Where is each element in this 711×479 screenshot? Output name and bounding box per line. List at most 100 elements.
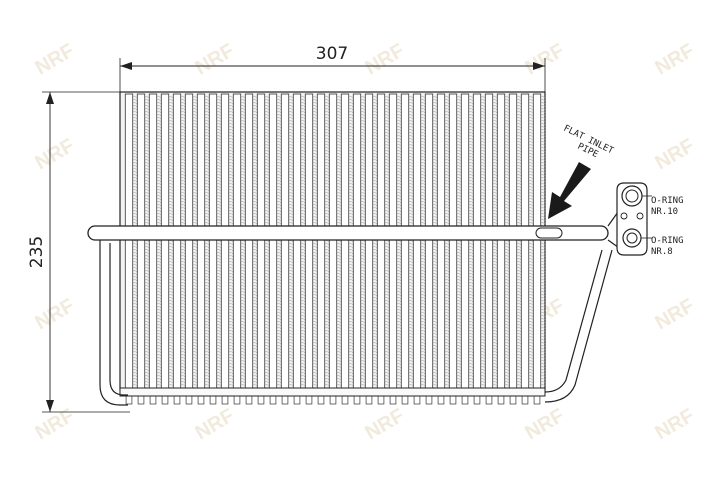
bottom-tank	[119, 387, 546, 397]
left-pipe-outer	[99, 236, 128, 406]
left-pipe-inner	[109, 243, 128, 396]
core-tube	[352, 93, 362, 389]
core-tube	[280, 93, 290, 389]
width-arrow-right	[533, 62, 545, 70]
tube-end	[281, 395, 289, 405]
tube-end	[341, 395, 349, 405]
tube-end	[401, 395, 409, 405]
tube-end	[437, 395, 445, 405]
tube-end	[197, 395, 205, 405]
oring-top-label-line1: O-RING	[651, 196, 684, 206]
tube-end	[173, 395, 181, 405]
core-tube	[520, 93, 530, 389]
outlet-pipe-inner	[544, 249, 603, 393]
bolt-hole-right	[636, 212, 644, 220]
oring-bottom-label-line1: O-RING	[651, 236, 684, 246]
core-tube	[376, 93, 386, 389]
tube-end	[521, 395, 529, 405]
core-tube	[328, 93, 338, 389]
core-tube	[424, 93, 434, 389]
watermark-logo: NRF	[652, 295, 699, 335]
oring-port-bottom-inner	[626, 232, 638, 244]
oring-bottom-label-line2: NR.8	[651, 247, 673, 257]
watermark-logo: NRF	[362, 40, 409, 80]
oring-port-top	[621, 185, 643, 207]
height-arrow-top	[46, 92, 54, 104]
tube-end	[221, 395, 229, 405]
oring-port-top-inner	[625, 189, 639, 203]
watermark-logo: NRF	[522, 405, 569, 445]
core-tube	[496, 93, 506, 389]
oring-top-label-line2: NR.10	[651, 207, 678, 217]
tube-end	[413, 395, 421, 405]
core-tube	[220, 93, 230, 389]
core-tube	[136, 93, 146, 389]
core-tube	[508, 93, 518, 389]
watermark-logo: NRF	[32, 135, 79, 175]
tube-end	[257, 395, 265, 405]
core-tube	[412, 93, 422, 389]
watermark-logo: NRF	[652, 135, 699, 175]
core-tube	[364, 93, 374, 389]
watermark-logo: NRF	[32, 295, 79, 335]
core-tube	[196, 93, 206, 389]
flat-inlet-arrow-icon	[548, 162, 591, 219]
core-tube	[340, 93, 350, 389]
core-tube	[316, 93, 326, 389]
watermark-logo: NRF	[652, 40, 699, 80]
watermark-logo: NRF	[192, 40, 239, 80]
tube-end	[209, 395, 217, 405]
flat-inlet-pipe-section	[535, 227, 563, 239]
tube-end	[461, 395, 469, 405]
core-tube	[160, 93, 170, 389]
core-tube	[172, 93, 182, 389]
tube-end	[317, 395, 325, 405]
core-tube	[268, 93, 278, 389]
core-tube	[472, 93, 482, 389]
core-tube	[388, 93, 398, 389]
core-tube	[304, 93, 314, 389]
tube-end	[329, 395, 337, 405]
tube-end	[125, 395, 133, 405]
core-tube	[208, 93, 218, 389]
core-tube	[124, 93, 134, 389]
tube-end	[449, 395, 457, 405]
watermark-logo: NRF	[32, 40, 79, 80]
core-tube	[184, 93, 194, 389]
tube-end	[269, 395, 277, 405]
watermark-logo: NRF	[652, 405, 699, 445]
watermark-logo: NRF	[362, 405, 409, 445]
tube-end	[389, 395, 397, 405]
tube-end	[137, 395, 145, 405]
oring-port-bottom	[622, 228, 642, 248]
tube-end	[305, 395, 313, 405]
tube-end	[233, 395, 241, 405]
core-tube	[292, 93, 302, 389]
tube-end	[245, 395, 253, 405]
tube-end	[293, 395, 301, 405]
watermark-logo: NRF	[32, 405, 79, 445]
tube-end	[149, 395, 157, 405]
core-tube	[484, 93, 494, 389]
watermark-logo: NRF	[192, 405, 239, 445]
tube-end	[473, 395, 481, 405]
tube-end	[377, 395, 385, 405]
inlet-pipe	[87, 225, 609, 241]
tube-end	[365, 395, 373, 405]
tube-end	[497, 395, 505, 405]
core-tube	[400, 93, 410, 389]
width-arrow-left	[120, 62, 132, 70]
tube-end	[425, 395, 433, 405]
width-dimension-label: 307	[316, 44, 348, 64]
core-tube	[232, 93, 242, 389]
core-tube	[148, 93, 158, 389]
outlet-pipe-outer	[544, 249, 613, 403]
core-tube	[448, 93, 458, 389]
tube-end	[353, 395, 361, 405]
tube-end	[509, 395, 517, 405]
height-dimension-label: 235	[27, 236, 47, 268]
tube-end	[161, 395, 169, 405]
tube-end	[533, 395, 541, 405]
